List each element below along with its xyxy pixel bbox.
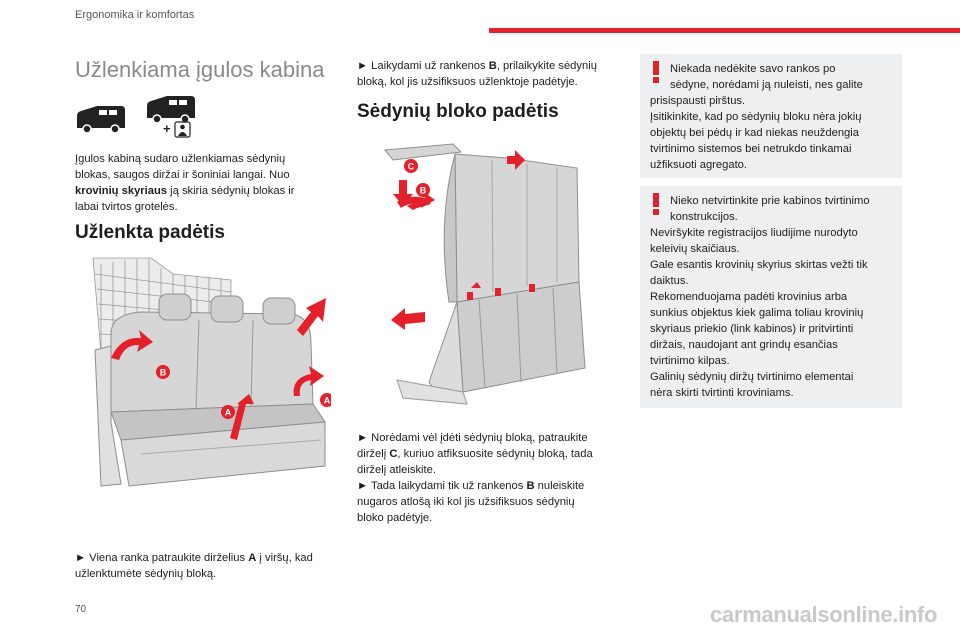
headrest: [158, 293, 192, 321]
page-number: 70: [75, 604, 87, 615]
van-icon-1: [77, 106, 125, 134]
warning-exclamation-icon: [653, 193, 659, 215]
page-title: Užlenkiama įgulos kabina: [75, 57, 325, 82]
headrest: [262, 297, 296, 325]
seat-folding-illustration: B A A: [92, 257, 331, 487]
hold-instruction: ► Laikydami už rankenos B, prilaikykite …: [357, 60, 597, 88]
subtitle-seat-block-position: Sėdynių bloko padėtis: [357, 101, 559, 122]
seat-back: [110, 311, 314, 413]
fold-instruction: ► Viena ranka patraukite dirželius A į v…: [75, 552, 313, 580]
label-a: A: [221, 405, 235, 419]
reinstall-instruction: ► Norėdami vėl įdėti sėdynių bloką, patr…: [357, 432, 593, 524]
warning-box-2: Nieko netvirtinkite prie kabinos tvirtin…: [640, 186, 902, 408]
seat-back-folded: [454, 153, 580, 303]
svg-text:A: A: [225, 408, 232, 418]
section-header: Ergonomika ir komfortas: [75, 9, 195, 21]
option-plus-icon: +: [163, 121, 191, 138]
warning-exclamation-icon: [653, 61, 659, 83]
label-b: B: [156, 365, 170, 379]
label-a: A: [320, 393, 331, 407]
svg-text:A: A: [324, 396, 331, 406]
header-accent-bar: [489, 28, 960, 33]
watermark: carmanualsonline.info: [710, 602, 938, 627]
label-c: C: [404, 159, 418, 173]
headrest: [210, 295, 244, 323]
van-icon-2: [147, 96, 195, 124]
svg-text:C: C: [408, 162, 415, 172]
warning-box-1: Niekada nedėkite savo rankos po sėdyne, …: [640, 54, 902, 178]
svg-text:B: B: [420, 186, 427, 196]
intro-paragraph: Įgulos kabiną sudaro užlenkiamas sėdynių…: [75, 153, 295, 213]
seat-block-illustration: C B: [384, 143, 586, 405]
label-b: B: [416, 183, 430, 197]
red-arrows: [111, 298, 326, 440]
van-icons: +: [77, 96, 195, 138]
subtitle-folded-position: Užlenkta padėtis: [75, 222, 225, 243]
seat-base: [120, 421, 326, 487]
svg-text:B: B: [160, 368, 167, 378]
svg-text:+: +: [163, 121, 171, 136]
folded-grille: [384, 143, 463, 161]
